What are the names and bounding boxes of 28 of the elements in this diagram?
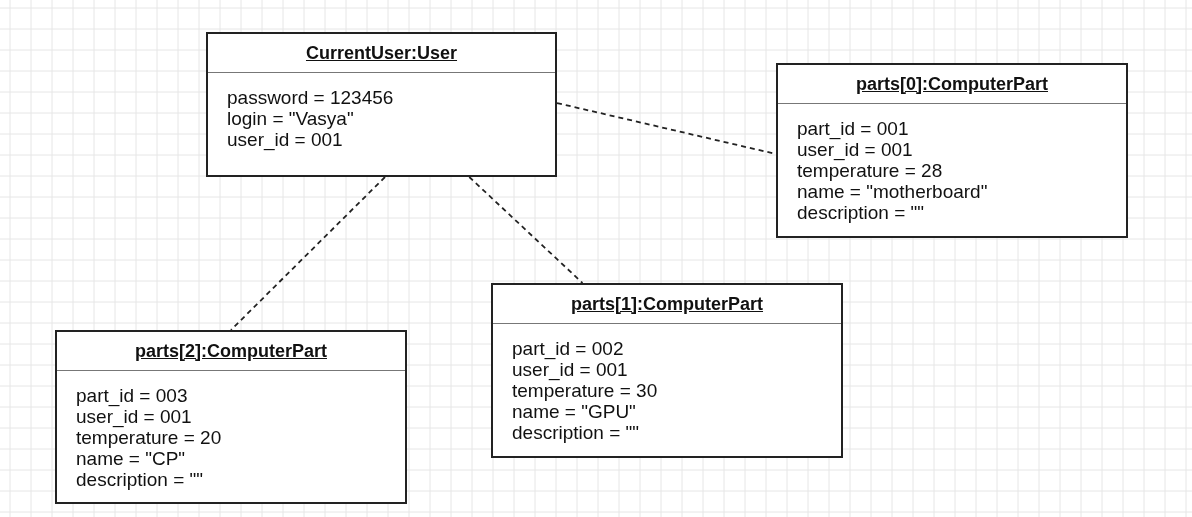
- attribute-value: name = "motherboard": [797, 181, 988, 202]
- link-line: [468, 176, 584, 284]
- object-box: [776, 63, 1128, 238]
- attribute-value: temperature = 28: [797, 160, 943, 181]
- attribute-value: user_id = 001: [797, 139, 913, 160]
- attribute-value: description = "": [512, 422, 640, 443]
- object-name: CurrentUser:User: [305, 42, 458, 64]
- attribute-value: user_id = 001: [512, 359, 628, 380]
- attribute-value: name = "CP": [76, 448, 186, 469]
- object-name: parts[0]:ComputerPart: [856, 73, 1048, 95]
- attribute-value: temperature = 20: [76, 427, 222, 448]
- attribute-value: description = "": [797, 202, 925, 223]
- object-box: [55, 330, 407, 504]
- attribute-value: name = "GPU": [512, 401, 636, 422]
- link-line: [230, 176, 386, 331]
- attribute-value: user_id = 001: [227, 129, 343, 150]
- attribute-value: login = "Vasya": [227, 108, 354, 129]
- attribute-value: user_id = 001: [76, 406, 192, 427]
- object-name: parts[2]:ComputerPart: [135, 340, 327, 362]
- attribute-value: temperature = 30: [512, 380, 658, 401]
- attribute-value: part_id = 003: [76, 385, 188, 406]
- attribute-value: part_id = 002: [512, 338, 624, 359]
- object-box: [491, 283, 843, 458]
- object-box: [206, 32, 557, 177]
- attribute-value: part_id = 001: [797, 118, 909, 139]
- object-name: parts[1]:ComputerPart: [571, 293, 763, 315]
- attribute-value: password = 123456: [227, 87, 394, 108]
- attribute-value: description = "": [76, 469, 204, 490]
